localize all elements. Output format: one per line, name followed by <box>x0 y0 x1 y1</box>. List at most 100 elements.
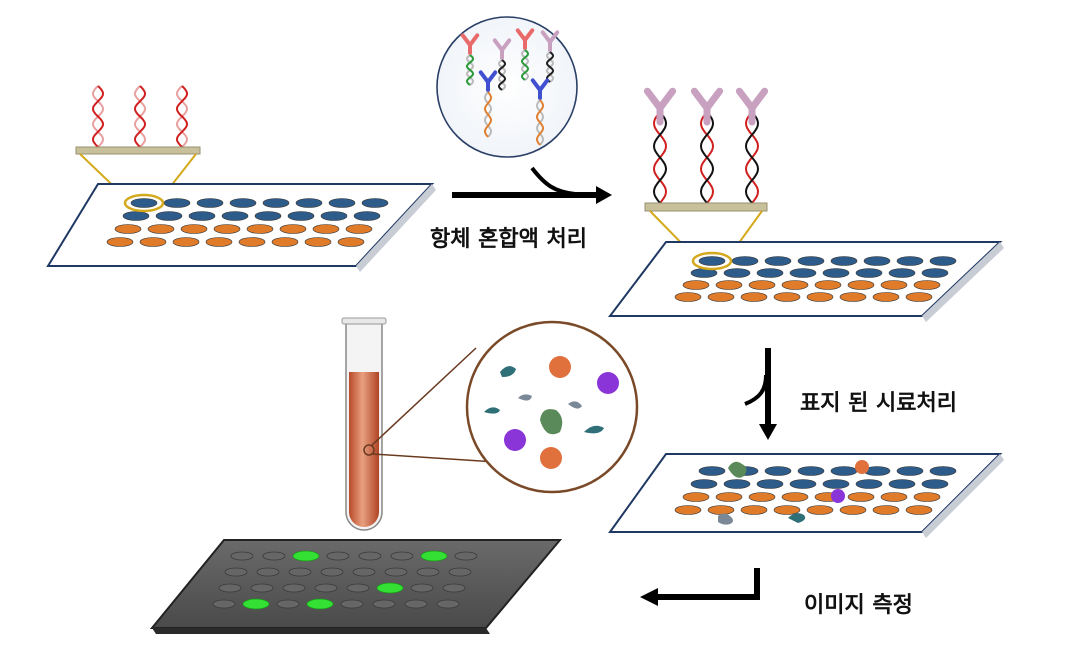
array-spot <box>384 567 408 577</box>
bead-orange <box>549 356 571 378</box>
array-spot <box>830 466 858 476</box>
array-spot <box>814 280 842 290</box>
bead-purple <box>504 429 526 451</box>
bound-antibodies <box>643 87 769 204</box>
array-spot <box>328 198 356 208</box>
antibody-icon <box>460 33 480 55</box>
slide-shadow <box>356 184 436 272</box>
array-spot <box>442 583 466 593</box>
array-spot <box>320 567 344 577</box>
dna-strand-icon <box>465 54 475 86</box>
array-spot <box>929 466 957 476</box>
dna-strand-icon <box>545 51 555 83</box>
test-tube-icon <box>341 317 387 531</box>
array-spot <box>250 583 274 593</box>
spot-array <box>212 550 478 610</box>
array-spot <box>130 198 158 208</box>
array-spot <box>188 211 216 221</box>
array-spot <box>723 268 751 278</box>
array-spot <box>279 224 307 234</box>
array-spot <box>847 280 875 290</box>
array-spot <box>773 292 801 302</box>
array-spot <box>740 505 768 515</box>
array-spot <box>756 268 784 278</box>
array-spot <box>913 280 941 290</box>
panel-antibody-slide <box>607 87 1004 322</box>
array-spot <box>789 268 817 278</box>
signal-spot <box>292 550 320 562</box>
array-spot <box>872 505 900 515</box>
array-spot <box>682 280 710 290</box>
array-spot <box>781 492 809 502</box>
array-spot <box>353 211 381 221</box>
result-chip <box>149 539 563 634</box>
antibody-icon <box>540 30 560 52</box>
array-spot <box>361 198 389 208</box>
arrow-icon <box>640 568 760 606</box>
antibody-mixture-circle <box>436 16 578 158</box>
probe-substrate-bar <box>644 202 768 212</box>
array-spot <box>122 211 150 221</box>
array-spot <box>847 492 875 502</box>
dna-strand-icon <box>520 49 530 81</box>
antibody-icon <box>530 78 550 100</box>
array-spot <box>748 492 776 502</box>
array-spot <box>921 268 949 278</box>
array-spot <box>416 567 440 577</box>
array-spot <box>180 224 208 234</box>
array-spot <box>288 567 312 577</box>
dna-probes <box>91 85 189 148</box>
array-spot <box>163 198 191 208</box>
bead-teal <box>484 407 500 414</box>
array-spot <box>229 198 257 208</box>
array-spot <box>230 551 254 561</box>
array-spot <box>723 479 751 489</box>
dna-strand-icon <box>699 111 715 204</box>
bead-green <box>540 409 563 435</box>
array-spot <box>312 224 340 234</box>
array-spot <box>326 551 350 561</box>
antibody-icon <box>735 87 769 126</box>
array-spot <box>147 224 175 234</box>
array-spot <box>276 599 300 609</box>
array-spot <box>454 551 478 561</box>
array-spot <box>221 211 249 221</box>
sample-circle <box>465 320 639 494</box>
dna-strand-icon <box>483 91 493 138</box>
array-spot <box>855 479 883 489</box>
array-spot <box>929 256 957 266</box>
signal-spot <box>242 598 270 610</box>
dna-strand-icon <box>535 99 545 146</box>
array-spot <box>106 237 134 247</box>
signal-spot <box>306 598 334 610</box>
array-spot <box>756 479 784 489</box>
array-spot <box>172 237 200 247</box>
array-spot <box>346 583 370 593</box>
array-spot <box>682 492 710 502</box>
array-spot <box>855 268 883 278</box>
array-spot <box>155 211 183 221</box>
slide-shadow <box>922 454 1004 538</box>
array-spot <box>698 256 726 266</box>
array-spot <box>764 256 792 266</box>
array-spot <box>888 268 916 278</box>
bead-gray <box>568 401 582 409</box>
array-spot <box>880 492 908 502</box>
bead-orange <box>540 447 562 469</box>
array-spot <box>740 292 768 302</box>
step-label-antibody: 항체 혼합액 처리 <box>430 226 587 252</box>
array-spot <box>224 567 248 577</box>
array-spot <box>674 505 702 515</box>
antibody-icon <box>478 70 498 92</box>
array-spot <box>905 292 933 302</box>
array-spot <box>238 237 266 247</box>
array-spot <box>196 198 224 208</box>
array-spot <box>358 551 382 561</box>
zoom-lines <box>370 347 477 447</box>
array-spot <box>715 492 743 502</box>
array-spot <box>921 479 949 489</box>
array-spot <box>218 583 242 593</box>
array-spot <box>690 479 718 489</box>
antibody-icon <box>515 28 535 50</box>
array-spot <box>262 198 290 208</box>
